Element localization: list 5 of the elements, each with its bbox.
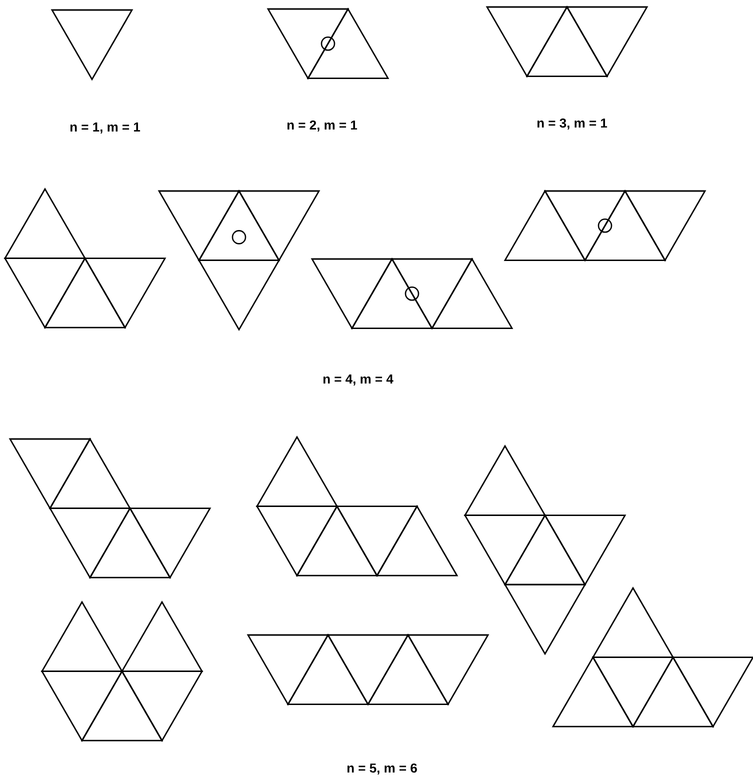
caption-label: n = 3, m = 1 (537, 118, 608, 130)
caption-label: n = 4, m = 4 (323, 374, 394, 386)
caption-label: n = 1, m = 1 (70, 122, 140, 134)
caption-label: n = 2, m = 1 (287, 120, 358, 132)
caption-label: n = 5, m = 6 (347, 763, 417, 775)
